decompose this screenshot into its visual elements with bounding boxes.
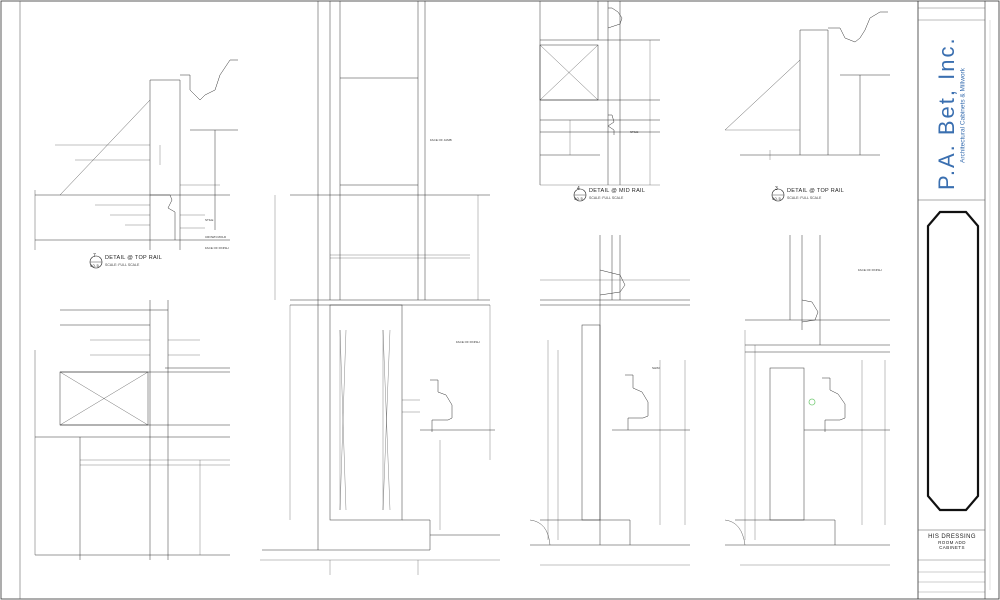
detail-4-ref: 40.5	[574, 196, 583, 201]
detail-right-bottom-drawing	[724, 235, 890, 566]
detail-3-title: DETAIL @ TOP RAIL	[787, 188, 845, 194]
detail-7-scale: SCALE: FULL SCALE	[105, 263, 140, 267]
detail-3-ref: 40.5	[772, 196, 781, 201]
sheet-title-line-2: ROOM ADD	[938, 540, 966, 545]
note-face-of-finish-2: FACE OF FINISH	[456, 340, 480, 344]
detail-7-drawing	[34, 59, 238, 250]
note-face-of-jamb: FACE OF JAMB	[430, 138, 452, 142]
note-face-of-finish-3: FACE OF FINISH	[858, 268, 882, 272]
title-block	[918, 7, 991, 593]
stamp-outline	[926, 210, 980, 512]
note-crown: CROWN MOLD	[205, 235, 227, 239]
note-shim: SHIM	[652, 366, 660, 370]
detail-3-scale: SCALE: FULL SCALE	[787, 196, 822, 200]
note-face-of-finish-1: FACE OF FINISH	[205, 246, 229, 250]
sheet-title: HIS DRESSING ROOM ADD CABINETS	[922, 534, 982, 550]
detail-7-ref: 40.5	[90, 263, 99, 268]
sheet-title-line-1: HIS DRESSING	[928, 534, 976, 540]
company-logo: P.A. Bet, Inc. Architectural Cabinets & …	[930, 36, 967, 194]
detail-7-title: DETAIL @ TOP RAIL	[105, 255, 163, 261]
detail-4-number: 4	[577, 186, 581, 192]
detail-4-title: DETAIL @ MID RAIL	[589, 188, 646, 194]
detail-3-bubble	[771, 188, 785, 202]
note-stile-1: STILE	[205, 218, 214, 222]
detail-4-bubble	[573, 188, 587, 202]
detail-3-drawing	[724, 11, 890, 160]
detail-4-drawing	[539, 1, 660, 186]
detail-bottom-left-drawing	[34, 300, 230, 560]
detail-7-number: 7	[93, 253, 97, 259]
detail-3-number: 3	[775, 186, 779, 192]
company-name: P.A. Bet, Inc.	[934, 36, 959, 190]
center-section-drawing	[260, 1, 500, 575]
detail-7-bubble	[89, 255, 103, 269]
note-stile-2: STILE	[630, 130, 639, 134]
sheet-title-line-3: CABINETS	[939, 545, 965, 550]
detail-4-scale: SCALE: FULL SCALE	[589, 196, 624, 200]
company-tagline: Architectural Cabinets & Millwork	[959, 68, 967, 164]
detail-mid-bottom-drawing	[529, 235, 690, 566]
